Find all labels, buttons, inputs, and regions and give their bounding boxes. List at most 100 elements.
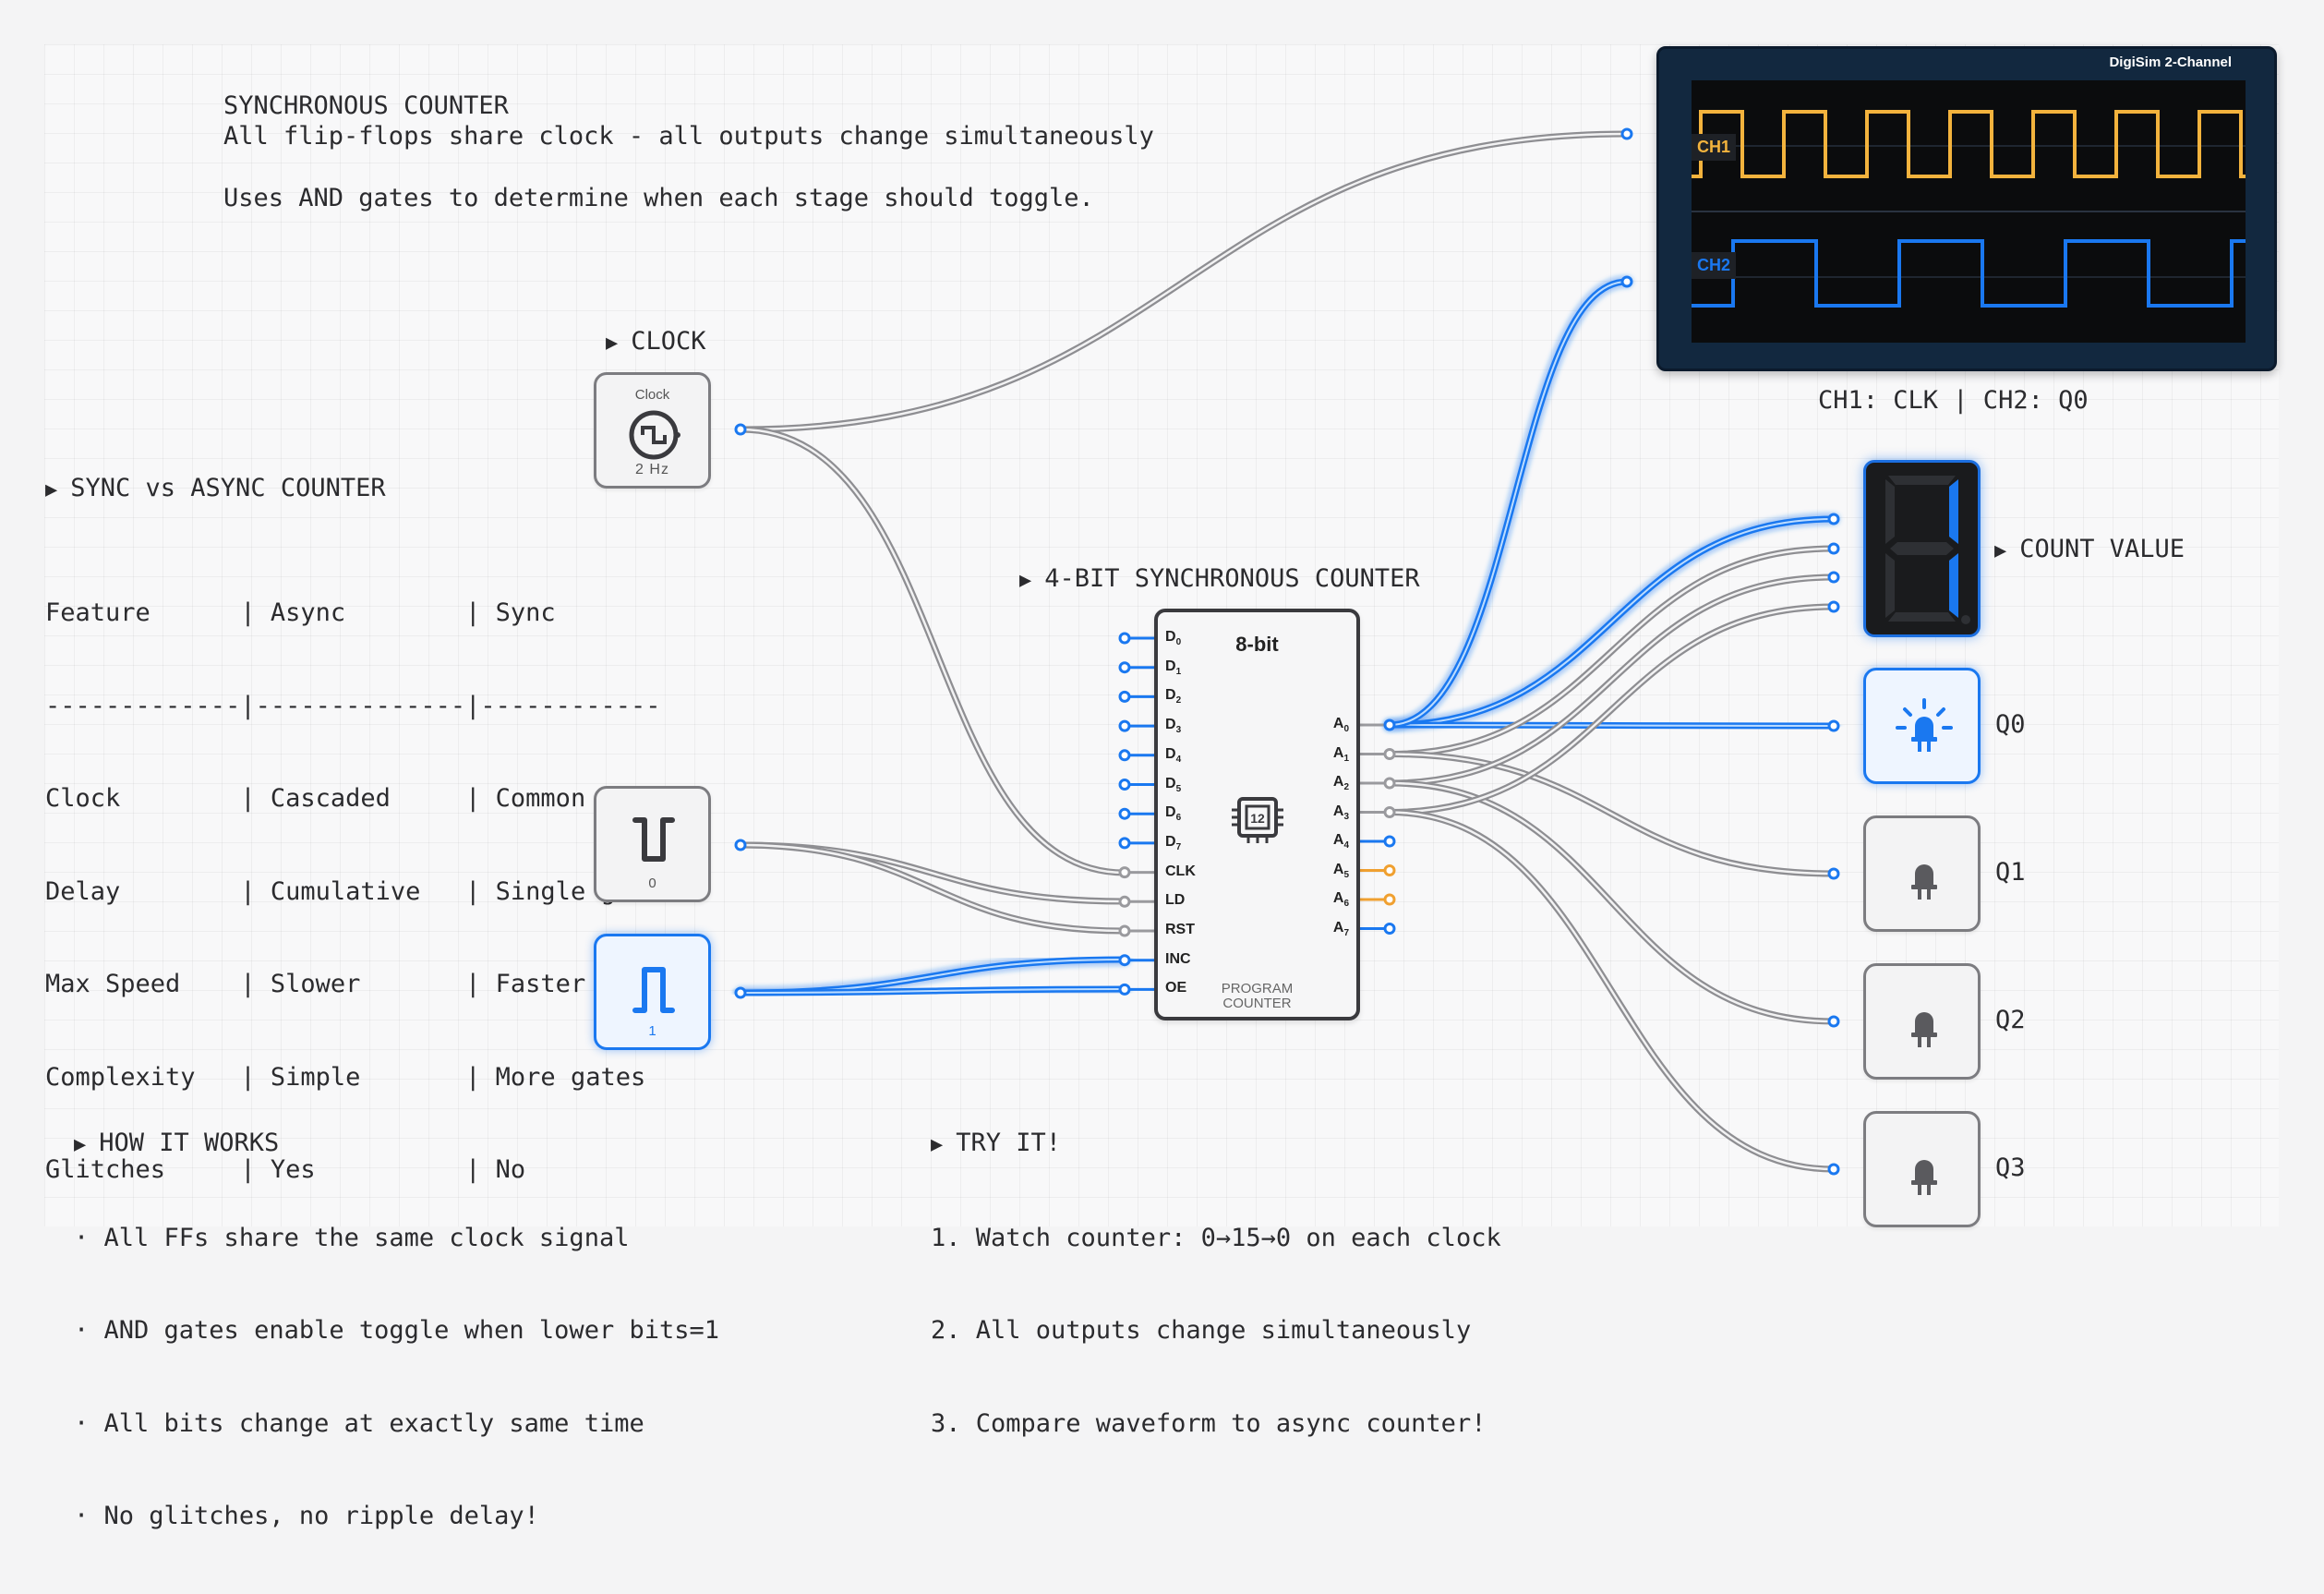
wire-led-0: [1383, 719, 1840, 732]
list-item-text: AND gates enable toggle when lower bits=…: [103, 1316, 719, 1345]
pin-label: D0: [1165, 629, 1182, 648]
try-it-title: TRY IT!: [956, 1129, 1062, 1157]
how-it-works-title: HOW IT WORKS: [99, 1129, 280, 1157]
input-switch-high[interactable]: 1: [594, 934, 711, 1050]
output-pin-dot[interactable]: [1383, 719, 1396, 731]
input-pin-dot[interactable]: [1118, 895, 1131, 908]
segment-b: [1949, 479, 1958, 544]
input-pin-dot[interactable]: [1118, 749, 1131, 762]
clock-icon: [629, 410, 680, 460]
pin-label: A3: [1332, 803, 1349, 822]
scope-waveforms: [1692, 110, 2246, 308]
scope-ch2-dot[interactable]: [1620, 275, 1633, 288]
led-q0[interactable]: [1863, 668, 1981, 784]
list-item: · AND gates enable toggle when lower bit…: [74, 1316, 719, 1345]
list-item: 3. Compare waveform to async counter!: [931, 1408, 1487, 1438]
list-item-text: All bits change at exactly same time: [103, 1408, 644, 1438]
input-pin-dot[interactable]: [1118, 924, 1131, 937]
table-row: Complexity | Simple | More gates: [45, 1062, 646, 1092]
input-pin-dot[interactable]: [1118, 954, 1131, 967]
comparison-header-text: SYNC vs ASYNC COUNTER: [70, 474, 386, 502]
input-pin-dot[interactable]: [1118, 690, 1131, 703]
pin-label: A4: [1332, 832, 1349, 851]
output-pin-dot[interactable]: [1383, 806, 1396, 818]
switch-low-value: 0: [648, 875, 656, 891]
scope-screen: CH1 CH2: [1692, 80, 2246, 343]
segment-input-dot[interactable]: [1827, 600, 1840, 613]
table-row: Delay | Cumulative | Single gate: [45, 876, 661, 906]
pin-label: CLK: [1165, 863, 1196, 879]
clock-output-dot[interactable]: [734, 423, 747, 436]
input-pin-dot[interactable]: [1118, 866, 1131, 879]
counter-section-text: 4-BIT SYNCHRONOUS COUNTER: [1044, 564, 1420, 593]
switch-high-output-dot[interactable]: [734, 986, 747, 999]
counter-name-line2: COUNTER: [1222, 996, 1292, 1011]
ch2-wave: [1692, 239, 2246, 308]
wires-layer: [734, 127, 1840, 1176]
led-q1[interactable]: [1863, 815, 1981, 932]
seven-segment-display: [1863, 460, 1981, 637]
output-pin-dot[interactable]: [1383, 777, 1396, 790]
ch2-label: CH2: [1692, 252, 1737, 279]
output-pin-dot[interactable]: [1383, 835, 1396, 848]
svg-text:12: 12: [1250, 811, 1265, 826]
how-it-works: ▶HOW IT WORKS · All FFs share the same c…: [74, 1066, 719, 1594]
list-item-text: All FFs share the same clock signal: [103, 1223, 630, 1252]
output-pin-dot[interactable]: [1383, 923, 1396, 935]
input-switch-low[interactable]: 0: [594, 786, 711, 902]
count-value-text: COUNT VALUE: [2019, 535, 2186, 563]
scope-ch1-dot[interactable]: [1620, 127, 1633, 140]
led-icon: [1896, 698, 1953, 752]
segment-input-dot[interactable]: [1827, 513, 1840, 525]
led-input-dot[interactable]: [1827, 1163, 1840, 1176]
wire-segment-2: [1386, 574, 1837, 787]
oscilloscope[interactable]: DigiSim 2-Channel CH1 CH2: [1656, 46, 2277, 371]
pin-label: A7: [1332, 919, 1349, 938]
input-pin-dot[interactable]: [1118, 807, 1131, 820]
clock-title: Clock: [634, 387, 670, 403]
pin-label: INC: [1165, 950, 1191, 967]
input-pin-dot[interactable]: [1118, 719, 1131, 732]
pin-label: D6: [1165, 804, 1182, 824]
led-icon: [1911, 1012, 1937, 1047]
led-input-dot[interactable]: [1827, 867, 1840, 880]
segment-input-dot[interactable]: [1827, 542, 1840, 555]
clock-frequency: 2 Hz: [635, 462, 669, 477]
input-pin-dot[interactable]: [1118, 983, 1131, 996]
try-it: ▶TRY IT! 1. Watch counter: 0→15→0 on eac…: [931, 1066, 1501, 1501]
pin-label: RST: [1165, 922, 1195, 937]
counter-width-label: 8-bit: [1235, 633, 1279, 656]
output-pin-dot[interactable]: [1383, 893, 1396, 906]
output-pin-dot[interactable]: [1383, 748, 1396, 760]
intro-title: SYNCHRONOUS COUNTER: [223, 91, 509, 120]
intro-line-2: Uses AND gates to determine when each st…: [223, 184, 1094, 212]
pin-label: A1: [1332, 744, 1349, 764]
pin-label: D2: [1165, 687, 1182, 706]
triangle-icon: ▶: [606, 332, 619, 355]
clock-component[interactable]: Clock 2 Hz: [594, 372, 711, 489]
input-pin-dot[interactable]: [1118, 632, 1131, 645]
table-row: Glitches | Yes | No: [45, 1155, 526, 1184]
triangle-icon: ▶: [931, 1133, 944, 1156]
ch1-label: CH1: [1692, 134, 1737, 161]
table-row: -------------|--------------|-----------…: [45, 691, 661, 720]
input-pin-dot[interactable]: [1118, 661, 1131, 674]
segment-d: [1888, 612, 1956, 622]
pulse-low-icon: [632, 817, 675, 862]
input-pin-dot[interactable]: [1118, 779, 1131, 791]
input-pin-dot[interactable]: [1118, 837, 1131, 850]
switch-low-output-dot[interactable]: [734, 839, 747, 851]
canvas[interactable]: SYNCHRONOUS COUNTER All flip-flops share…: [0, 0, 2324, 1530]
table-row: Clock | Cascaded | Common: [45, 784, 586, 813]
program-counter-chip[interactable]: 8-bit 12 PROGRAM COUNTER: [1154, 609, 1360, 1020]
list-item: · All bits change at exactly same time: [74, 1408, 644, 1438]
segment-input-dot[interactable]: [1827, 571, 1840, 584]
list-item: 2. All outputs change simultaneously: [931, 1316, 1472, 1345]
led-q3[interactable]: [1863, 1111, 1981, 1227]
led-input-dot[interactable]: [1827, 719, 1840, 732]
led-q2[interactable]: [1863, 963, 1981, 1080]
output-pin-dot[interactable]: [1383, 864, 1396, 876]
led-input-dot[interactable]: [1827, 1015, 1840, 1028]
pin-label: D1: [1165, 658, 1182, 677]
segment-e: [1885, 553, 1895, 618]
